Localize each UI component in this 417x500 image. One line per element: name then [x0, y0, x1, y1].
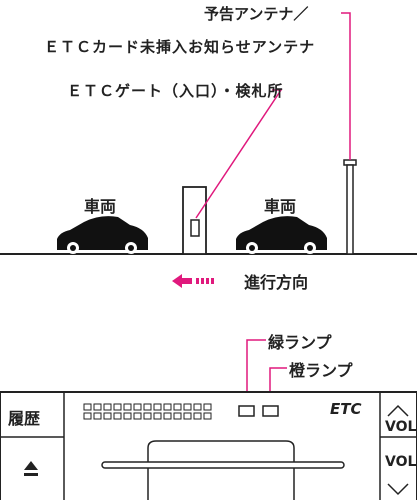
eject-icon: [24, 461, 38, 476]
card-slot: [101, 440, 345, 500]
antenna-pole: [343, 159, 357, 255]
vehicle-right-label: 車両: [264, 197, 297, 216]
vol-down-chevron-icon: [387, 483, 409, 496]
direction-label: 進行方向: [244, 273, 309, 292]
history-button[interactable]: 履歴: [8, 409, 41, 428]
eject-button[interactable]: [0, 437, 64, 500]
orange-lamp-label: 橙ランプ: [289, 361, 353, 380]
callout-green-lamp: [246, 339, 266, 405]
gate-label: ＥＴＣゲート（入口）・検札所: [67, 82, 284, 100]
vehicle-left-label: 車両: [84, 197, 117, 216]
vol-up-chevron-icon: [387, 404, 409, 417]
vehicle-left-icon: [57, 216, 148, 254]
green-lamp-indicator: [238, 405, 255, 417]
display-segments: [83, 403, 212, 420]
direction-arrow-icon: [172, 274, 214, 288]
vol-down-button[interactable]: VOL: [385, 454, 417, 470]
antenna-label-line1: 予告アンテナ／: [204, 5, 309, 23]
green-lamp-label: 緑ランプ: [268, 333, 332, 352]
etc-logo: ETC: [330, 400, 362, 418]
orange-lamp-indicator: [262, 405, 279, 417]
callout-gate: [195, 89, 283, 219]
vol-up-button[interactable]: VOL: [385, 419, 417, 435]
antenna-label-line2: ＥＴＣカード未挿入お知らせアンテナ: [44, 38, 316, 56]
etc-gate: [182, 186, 207, 255]
callout-antenna: [341, 12, 351, 160]
vehicle-right-icon: [236, 216, 327, 254]
